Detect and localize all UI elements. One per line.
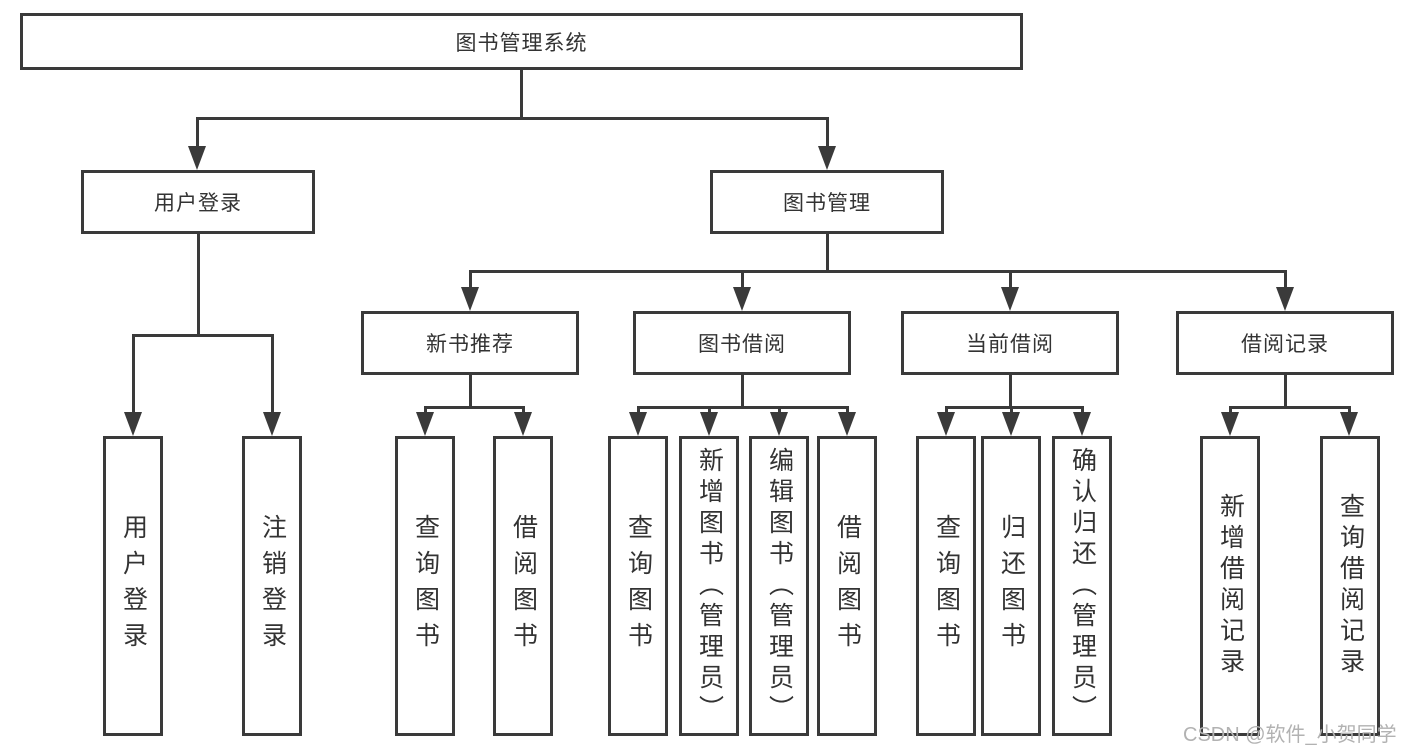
connector-line — [424, 406, 427, 414]
connector-line — [826, 234, 829, 273]
connector-line — [1284, 270, 1287, 289]
connector-line — [1009, 375, 1012, 408]
leaf-return-book: 归还图书 — [981, 436, 1041, 736]
node-current-borrow-label: 当前借阅 — [966, 333, 1054, 356]
connector-line — [1009, 270, 1012, 289]
node-current-borrow: 当前借阅 — [901, 311, 1119, 375]
connector-line — [945, 406, 948, 414]
leaf-label: 注销登录 — [258, 514, 287, 658]
arrow-down-icon — [838, 412, 856, 436]
leaf-logout: 注销登录 — [242, 436, 302, 736]
leaf-label: 确认归还（管理员） — [1068, 446, 1097, 726]
leaf-label: 查询图书 — [411, 514, 440, 658]
connector-line — [1229, 406, 1232, 414]
node-book-borrow-label: 图书借阅 — [698, 333, 786, 356]
node-book-management: 图书管理 — [710, 170, 944, 234]
leaf-query-borrow-record: 查询借阅记录 — [1320, 436, 1380, 736]
node-borrow-records: 借阅记录 — [1176, 311, 1394, 375]
arrow-down-icon — [263, 412, 281, 436]
leaf-label: 新增图书（管理员） — [695, 446, 724, 726]
leaf-add-book-admin: 新增图书（管理员） — [679, 436, 739, 736]
arrow-down-icon — [629, 412, 647, 436]
connector-line — [778, 406, 781, 414]
connector-line — [469, 375, 472, 408]
leaf-label: 编辑图书（管理员） — [765, 446, 794, 726]
leaf-query-books-borrow: 查询图书 — [608, 436, 668, 736]
leaf-label: 归还图书 — [997, 514, 1026, 658]
connector-line — [741, 270, 744, 289]
connector-line — [424, 406, 524, 409]
node-root-label: 图书管理系统 — [455, 31, 588, 55]
leaf-label: 新增借阅记录 — [1216, 493, 1245, 679]
leaf-user-login: 用户登录 — [103, 436, 163, 736]
node-new-book-recommend-label: 新书推荐 — [426, 333, 514, 356]
connector-line — [945, 406, 1083, 409]
leaf-borrow-books-recommend: 借阅图书 — [493, 436, 553, 736]
arrow-down-icon — [818, 146, 836, 170]
leaf-query-books-recommend: 查询图书 — [395, 436, 455, 736]
connector-line — [196, 117, 199, 148]
connector-line — [196, 117, 829, 120]
arrow-down-icon — [1340, 412, 1358, 436]
arrow-down-icon — [700, 412, 718, 436]
leaf-confirm-return-admin: 确认归还（管理员） — [1052, 436, 1112, 736]
arrow-down-icon — [733, 287, 751, 311]
connector-line — [846, 406, 849, 414]
leaf-borrow-books: 借阅图书 — [817, 436, 877, 736]
arrow-down-icon — [188, 146, 206, 170]
node-user-login-label: 用户登录 — [154, 192, 242, 215]
connector-line — [522, 406, 525, 414]
node-book-borrow: 图书借阅 — [633, 311, 851, 375]
leaf-query-books-current: 查询图书 — [916, 436, 976, 736]
leaf-label: 查询图书 — [624, 514, 653, 658]
connector-line — [1284, 375, 1287, 408]
connector-line — [197, 234, 200, 337]
leaf-label: 借阅图书 — [833, 514, 862, 658]
connector-line — [1010, 406, 1013, 414]
arrow-down-icon — [1001, 287, 1019, 311]
arrow-down-icon — [1276, 287, 1294, 311]
connector-line — [1348, 406, 1351, 414]
node-borrow-records-label: 借阅记录 — [1241, 333, 1329, 356]
leaf-label: 查询图书 — [932, 514, 961, 658]
connector-line — [637, 406, 848, 409]
arrow-down-icon — [770, 412, 788, 436]
node-root: 图书管理系统 — [20, 13, 1023, 70]
arrow-down-icon — [1002, 412, 1020, 436]
arrow-down-icon — [461, 287, 479, 311]
connector-line — [826, 117, 829, 148]
connector-line — [1229, 406, 1351, 409]
leaf-label: 用户登录 — [119, 514, 148, 658]
connector-line — [741, 375, 744, 408]
connector-line — [1081, 406, 1084, 414]
leaf-label: 借阅图书 — [509, 514, 538, 658]
connector-line — [708, 406, 711, 414]
csdn-watermark: CSDN @软件_小贺同学 — [1183, 724, 1397, 746]
node-user-login: 用户登录 — [81, 170, 315, 234]
arrow-down-icon — [416, 412, 434, 436]
node-book-management-label: 图书管理 — [783, 192, 871, 215]
leaf-edit-book-admin: 编辑图书（管理员） — [749, 436, 809, 736]
node-new-book-recommend: 新书推荐 — [361, 311, 579, 375]
connector-line — [469, 270, 472, 289]
arrow-down-icon — [937, 412, 955, 436]
leaf-add-borrow-record: 新增借阅记录 — [1200, 436, 1260, 736]
connector-line — [469, 270, 1287, 273]
arrow-down-icon — [1073, 412, 1091, 436]
arrow-down-icon — [1221, 412, 1239, 436]
connector-line — [132, 334, 135, 413]
connector-line — [271, 334, 274, 413]
connector-line — [132, 334, 274, 337]
connector-line — [637, 406, 640, 414]
arrow-down-icon — [514, 412, 532, 436]
leaf-label: 查询借阅记录 — [1336, 493, 1365, 679]
arrow-down-icon — [124, 412, 142, 436]
connector-line — [520, 70, 523, 118]
